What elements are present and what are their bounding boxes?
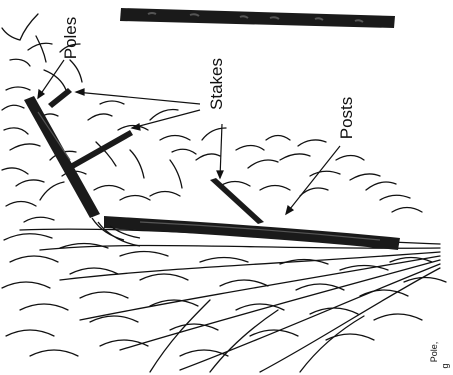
- label-poles: Poles: [61, 17, 80, 60]
- label-stakes: Stakes: [207, 58, 226, 110]
- corner-text-line1: Pole,: [429, 342, 439, 363]
- detached-pole-segment-icon: [120, 8, 395, 28]
- label-posts: Posts: [337, 97, 356, 140]
- branch-stick-icon: [48, 88, 264, 224]
- corner-text-line2: g: [440, 363, 450, 368]
